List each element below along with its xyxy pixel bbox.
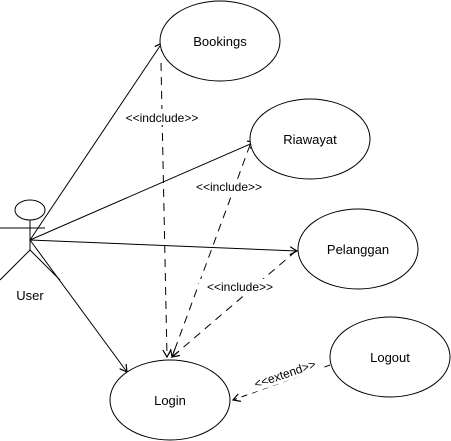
use-case-bookings-shape [159, 0, 281, 82]
extend-label-logout: <<extend>> [252, 357, 317, 391]
include-label-bookings: <<indclude>> [126, 111, 199, 125]
actor-head [14, 199, 46, 221]
actor-right-leg [29, 249, 61, 281]
dependency-bookings-login [160, 62, 172, 359]
use-case-login-shape [109, 359, 231, 441]
actor-label: User [16, 288, 44, 303]
include-label-riawayat: <<include>> [196, 180, 262, 194]
label-bg-riawayat [189, 179, 269, 194]
label-bg-extend [246, 354, 324, 394]
association-riawayat [29, 140, 257, 241]
use-case-riawayat[interactable]: Riawayat [249, 98, 371, 180]
association-login [29, 239, 128, 373]
label-bg-pelanggan [199, 279, 281, 294]
label-bg-bookings [118, 109, 206, 125]
use-case-login-label: Login [154, 393, 186, 408]
use-case-login[interactable]: Login [109, 359, 231, 441]
use-case-pelanggan[interactable]: Pelanggan [297, 208, 419, 290]
actor-user[interactable]: User [0, 199, 61, 303]
include-label-pelanggan: <<include>> [207, 280, 273, 294]
use-case-logout-shape [329, 316, 451, 398]
use-case-logout[interactable]: Logout [329, 316, 451, 398]
use-case-bookings[interactable]: Bookings [159, 0, 281, 82]
association-pelanggan [29, 239, 299, 256]
dependency-pelanggan-login [171, 250, 297, 358]
association-bookings [29, 41, 163, 241]
use-case-riawayat-shape [249, 98, 371, 180]
use-case-pelanggan-shape [297, 208, 419, 290]
use-case-riawayat-label: Riawayat [283, 132, 337, 147]
use-case-logout-label: Logout [370, 350, 410, 365]
actor-left-leg [0, 249, 31, 281]
dependency-riawayat-login [170, 144, 251, 359]
use-case-pelanggan-label: Pelanggan [327, 242, 389, 257]
extend-label-group: <<extend>> [246, 354, 324, 394]
use-case-bookings-label: Bookings [193, 34, 247, 49]
